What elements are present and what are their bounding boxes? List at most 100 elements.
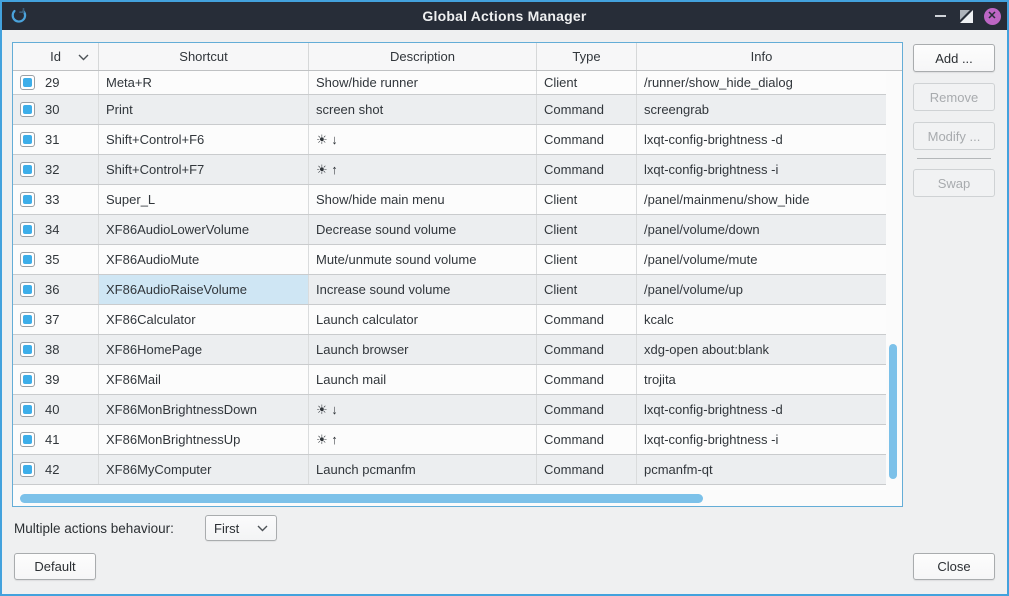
row-checkbox-checked-icon[interactable] xyxy=(20,432,35,447)
column-header-type[interactable]: Type xyxy=(537,43,637,70)
vertical-scrollbar-thumb[interactable] xyxy=(889,344,897,479)
behaviour-combobox[interactable]: First xyxy=(205,515,277,541)
cell-type[interactable]: Command xyxy=(537,305,637,334)
close-window-button[interactable]: ✕ xyxy=(983,7,1001,25)
cell-type[interactable]: Command xyxy=(537,95,637,124)
row-checkbox-checked-icon[interactable] xyxy=(20,132,35,147)
cell-type[interactable]: Client xyxy=(537,185,637,214)
cell-info[interactable]: screengrab xyxy=(644,102,710,117)
restore-button[interactable] xyxy=(957,7,975,25)
cell-info[interactable]: xdg-open about:blank xyxy=(644,342,770,357)
row-checkbox-checked-icon[interactable] xyxy=(20,252,35,267)
cell-description[interactable]: Mute/unmute sound volume xyxy=(309,245,537,274)
row-checkbox-checked-icon[interactable] xyxy=(20,102,35,117)
column-header-description[interactable]: Description xyxy=(309,43,537,70)
cell-info[interactable]: lxqt-config-brightness -d xyxy=(644,402,783,417)
cell-info[interactable]: /panel/volume/down xyxy=(644,222,760,237)
row-checkbox-checked-icon[interactable] xyxy=(20,162,35,177)
cell-id[interactable]: 41 xyxy=(13,425,99,454)
cell-description[interactable]: Decrease sound volume xyxy=(309,215,537,244)
cell-info[interactable]: kcalc xyxy=(644,312,674,327)
row-checkbox-checked-icon[interactable] xyxy=(20,372,35,387)
cell-shortcut[interactable]: Shift+Control+F6 xyxy=(99,125,309,154)
column-header-id[interactable]: Id xyxy=(13,43,99,70)
cell-type[interactable]: Client xyxy=(537,71,637,94)
cell-type[interactable]: Command xyxy=(537,365,637,394)
cell-type[interactable]: Command xyxy=(537,425,637,454)
cell-description[interactable]: Show/hide runner xyxy=(309,71,537,94)
cell-info[interactable]: lxqt-config-brightness -i xyxy=(644,432,779,447)
cell-description[interactable]: screen shot xyxy=(309,95,537,124)
cell-shortcut[interactable]: Meta+R xyxy=(99,71,309,94)
row-checkbox-checked-icon[interactable] xyxy=(20,222,35,237)
cell-id[interactable]: 36 xyxy=(13,275,99,304)
cell-description[interactable]: ☀ ↓ xyxy=(309,395,537,424)
close-button[interactable]: Close xyxy=(913,553,995,580)
horizontal-scrollbar-thumb[interactable] xyxy=(20,494,703,503)
cell-description[interactable]: Launch mail xyxy=(309,365,537,394)
cell-shortcut[interactable]: Shift+Control+F7 xyxy=(99,155,309,184)
cell-type[interactable]: Command xyxy=(537,455,637,484)
vertical-scrollbar[interactable] xyxy=(886,71,902,506)
cell-description[interactable]: Launch browser xyxy=(309,335,537,364)
horizontal-scrollbar[interactable] xyxy=(13,490,886,506)
cell-id[interactable]: 42 xyxy=(13,455,99,484)
cell-shortcut[interactable]: XF86AudioRaiseVolume xyxy=(99,275,309,304)
column-header-shortcut[interactable]: Shortcut xyxy=(99,43,309,70)
cell-description[interactable]: ☀ ↓ xyxy=(309,125,537,154)
cell-shortcut[interactable]: XF86AudioMute xyxy=(99,245,309,274)
cell-id[interactable]: 40 xyxy=(13,395,99,424)
cell-info[interactable]: /panel/volume/mute xyxy=(644,252,758,267)
cell-info[interactable]: /panel/mainmenu/show_hide xyxy=(644,192,810,207)
cell-id[interactable]: 37 xyxy=(13,305,99,334)
row-checkbox-checked-icon[interactable] xyxy=(20,312,35,327)
cell-type[interactable]: Command xyxy=(537,335,637,364)
cell-type[interactable]: Client xyxy=(537,245,637,274)
cell-shortcut[interactable]: XF86AudioLowerVolume xyxy=(99,215,309,244)
add-button[interactable]: Add ... xyxy=(913,44,995,72)
cell-id[interactable]: 34 xyxy=(13,215,99,244)
cell-type[interactable]: Command xyxy=(537,395,637,424)
cell-id[interactable]: 29 xyxy=(13,71,99,94)
cell-type[interactable]: Client xyxy=(537,215,637,244)
cell-description[interactable]: Show/hide main menu xyxy=(309,185,537,214)
cell-info[interactable]: trojita xyxy=(644,372,676,387)
cell-info[interactable]: pcmanfm-qt xyxy=(644,462,713,477)
default-button[interactable]: Default xyxy=(14,553,96,580)
row-checkbox-checked-icon[interactable] xyxy=(20,342,35,357)
cell-info[interactable]: lxqt-config-brightness -d xyxy=(644,132,783,147)
cell-id[interactable]: 39 xyxy=(13,365,99,394)
cell-shortcut[interactable]: XF86MyComputer xyxy=(99,455,309,484)
cell-description[interactable]: Launch calculator xyxy=(309,305,537,334)
cell-shortcut[interactable]: XF86Calculator xyxy=(99,305,309,334)
row-checkbox-checked-icon[interactable] xyxy=(20,75,35,90)
cell-id[interactable]: 30 xyxy=(13,95,99,124)
cell-shortcut[interactable]: XF86HomePage xyxy=(99,335,309,364)
cell-info[interactable]: /runner/show_hide_dialog xyxy=(644,75,793,90)
column-header-info[interactable]: Info xyxy=(637,43,902,70)
row-checkbox-checked-icon[interactable] xyxy=(20,282,35,297)
cell-description[interactable]: ☀ ↑ xyxy=(309,155,537,184)
cell-shortcut[interactable]: XF86MonBrightnessUp xyxy=(99,425,309,454)
row-checkbox-checked-icon[interactable] xyxy=(20,462,35,477)
cell-type[interactable]: Command xyxy=(537,125,637,154)
cell-id[interactable]: 35 xyxy=(13,245,99,274)
cell-id[interactable]: 33 xyxy=(13,185,99,214)
cell-shortcut[interactable]: XF86Mail xyxy=(99,365,309,394)
row-checkbox-checked-icon[interactable] xyxy=(20,192,35,207)
cell-type[interactable]: Command xyxy=(537,155,637,184)
cell-shortcut[interactable]: XF86MonBrightnessDown xyxy=(99,395,309,424)
minimize-button[interactable] xyxy=(931,7,949,25)
cell-info[interactable]: /panel/volume/up xyxy=(644,282,744,297)
cell-shortcut[interactable]: Print xyxy=(99,95,309,124)
cell-shortcut[interactable]: Super_L xyxy=(99,185,309,214)
cell-type[interactable]: Client xyxy=(537,275,637,304)
cell-info[interactable]: lxqt-config-brightness -i xyxy=(644,162,779,177)
cell-id[interactable]: 31 xyxy=(13,125,99,154)
row-checkbox-checked-icon[interactable] xyxy=(20,402,35,417)
cell-id[interactable]: 32 xyxy=(13,155,99,184)
cell-description[interactable]: Launch pcmanfm xyxy=(309,455,537,484)
cell-description[interactable]: Increase sound volume xyxy=(309,275,537,304)
cell-id[interactable]: 38 xyxy=(13,335,99,364)
cell-description[interactable]: ☀ ↑ xyxy=(309,425,537,454)
